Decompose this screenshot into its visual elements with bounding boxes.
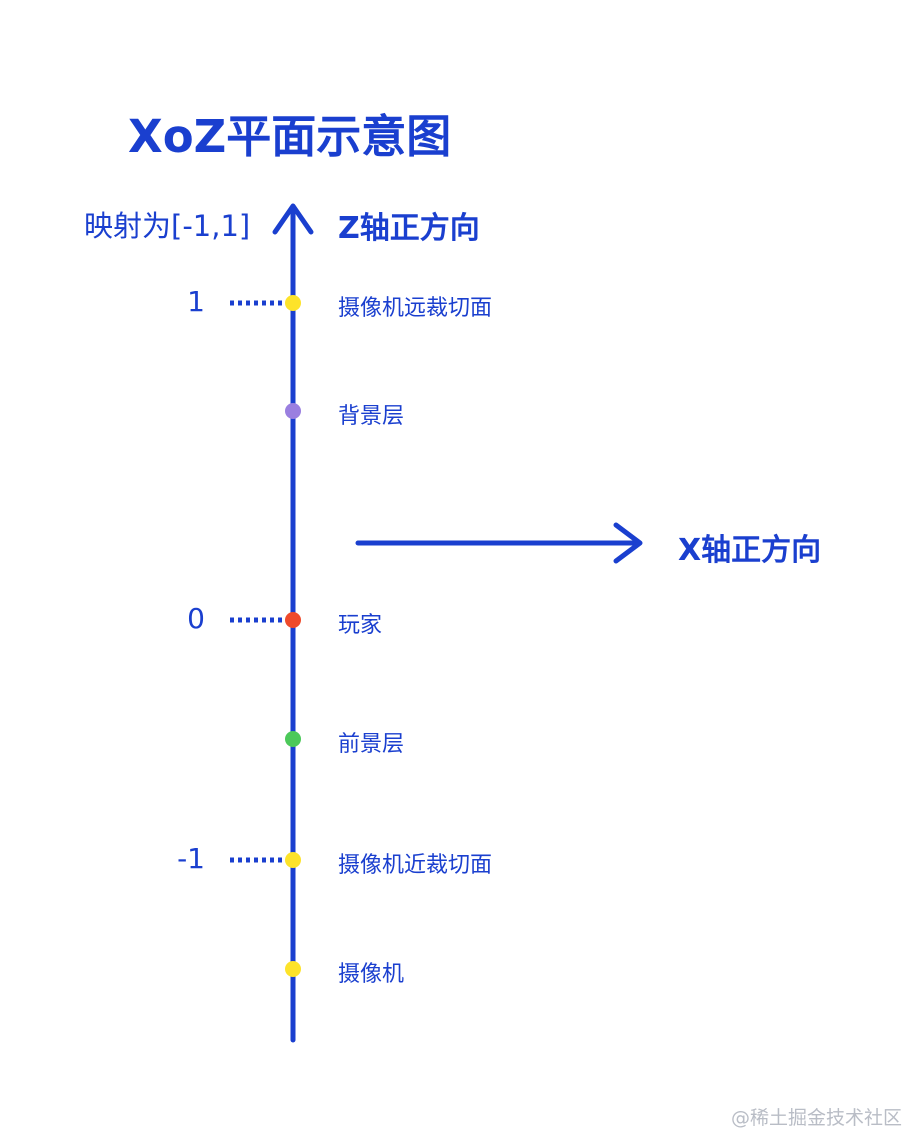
point-label-foreground: 前景层 — [338, 732, 405, 757]
point-foreground — [285, 731, 301, 747]
range-label: 映射为[-1,1] — [84, 209, 251, 243]
tick-label-far: 1 — [187, 285, 205, 318]
diagram-title: XoZ平面示意图 — [128, 110, 452, 163]
tick-label-near: -1 — [177, 842, 205, 875]
point-label-player: 玩家 — [338, 613, 383, 638]
tick-label-zero: 0 — [187, 602, 205, 635]
point-label-near-clip: 摄像机近裁切面 — [338, 853, 493, 878]
point-background — [285, 403, 301, 419]
point-player — [285, 612, 301, 628]
watermark: @稀土掘金技术社区 — [730, 1107, 902, 1129]
x-axis-arrowhead — [613, 522, 643, 564]
point-far-clip — [285, 295, 301, 311]
z-axis-arrowhead — [272, 203, 314, 235]
x-axis-label: X轴正方向 — [678, 533, 822, 568]
point-label-far-clip: 摄像机远裁切面 — [338, 296, 493, 321]
z-axis-label: Z轴正方向 — [338, 211, 480, 246]
point-camera — [285, 961, 301, 977]
point-near-clip — [285, 852, 301, 868]
point-label-camera: 摄像机 — [338, 962, 405, 987]
point-label-background: 背景层 — [338, 404, 405, 429]
